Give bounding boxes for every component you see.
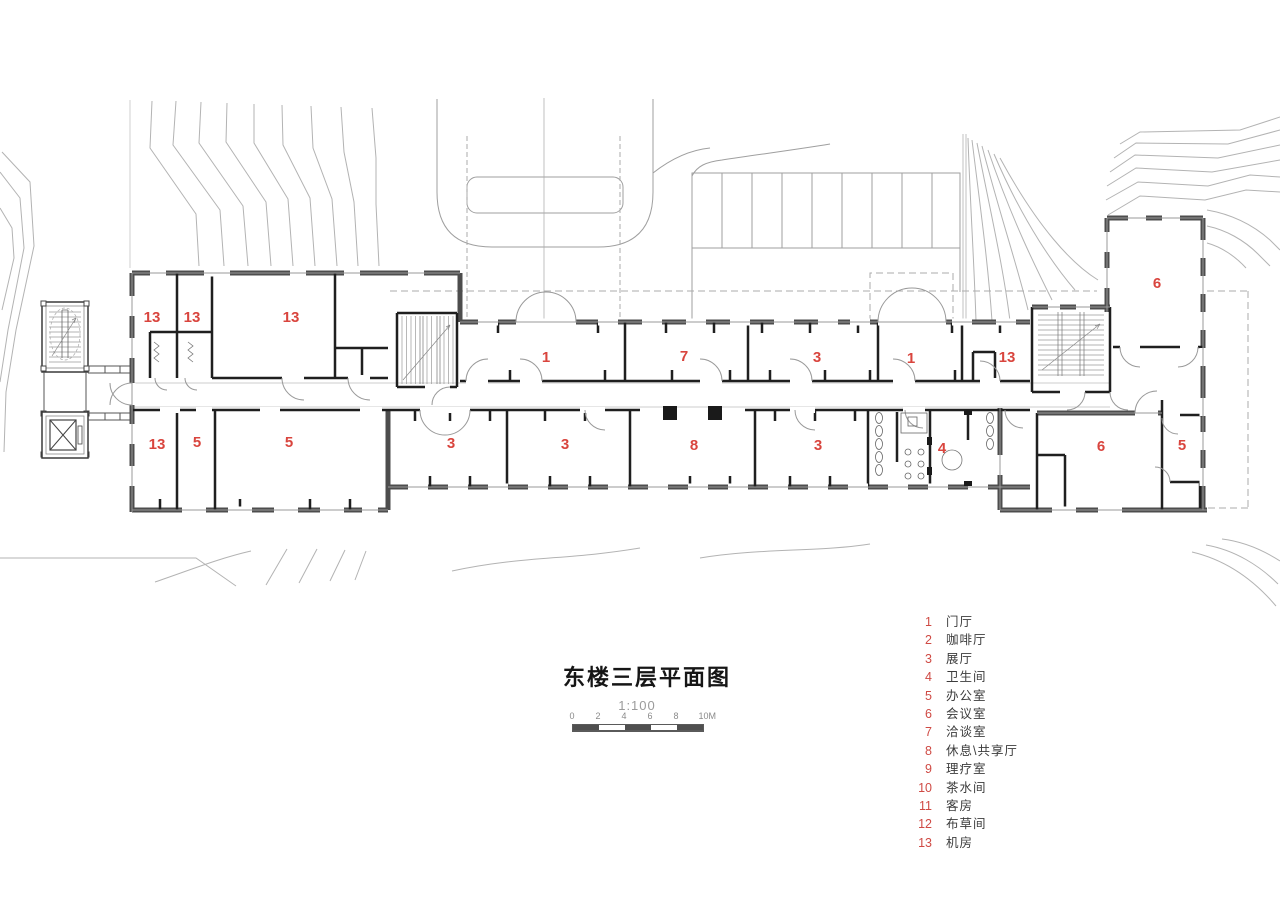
room-number-label: 13 [184, 309, 201, 326]
scale-tick: 0 [569, 711, 575, 721]
dashed-boundary-lines [390, 136, 1249, 509]
legend-row: 3 展厅 [906, 648, 1018, 666]
right-staircase [1038, 312, 1104, 376]
room-number-label: 8 [690, 437, 698, 454]
room-number-label: 13 [144, 309, 161, 326]
scale-tick: 6 [647, 711, 653, 721]
room-labels-layer: 13 13 13 1 7 3 1 13 6 13 5 5 3 3 8 3 4 6 5 [144, 275, 1187, 457]
legend-number: 3 [925, 651, 932, 666]
corridor-floor-lines [133, 382, 1110, 408]
legend-number: 6 [925, 706, 932, 721]
elevator-shaft [41, 411, 89, 459]
legend-row: 5 办公室 [906, 685, 1018, 703]
window-sill-lines [131, 217, 1207, 512]
legend-row: 12 布草间 [906, 813, 1018, 831]
legend-label: 布草间 [946, 817, 987, 832]
scale-block: 1:100 0 2 4 6 8 10M [569, 698, 716, 734]
scale-bar-graphic [572, 724, 704, 732]
legend-label: 办公室 [946, 688, 987, 703]
room-number-label: 4 [938, 440, 947, 457]
scale-tick: 8 [673, 711, 679, 721]
legend-row: 9 理疗室 [906, 758, 1018, 776]
legend-number: 4 [925, 670, 932, 685]
legend-label: 展厅 [946, 651, 974, 666]
legend-label: 客房 [946, 798, 974, 813]
door-swing-arcs [109, 287, 1199, 483]
legend-label: 休息\共享厅 [946, 743, 1018, 758]
center-staircase [401, 316, 454, 384]
legend-number: 9 [925, 762, 932, 777]
legend-label: 机房 [946, 835, 974, 850]
room-legend: 1 门厅 2 咖啡厅 3 展厅 4 卫生间 5 办公室 6 会议室 7 洽谈室 8 休息\共享厅 9 理疗室 10 茶… [906, 611, 1018, 850]
scale-bar-segment [599, 725, 625, 730]
room-number-label: 13 [283, 309, 300, 326]
legend-row: 4 卫生间 [906, 666, 1018, 684]
legend-label: 卫生间 [946, 670, 987, 685]
room-number-label: 6 [1097, 438, 1105, 455]
room-number-label: 1 [907, 350, 915, 367]
legend-label: 门厅 [946, 615, 974, 629]
scale-bar-segment [651, 725, 677, 730]
legend-number: 13 [918, 835, 932, 850]
room-number-label: 1 [542, 349, 550, 366]
scale-bar-segment [573, 725, 599, 730]
scale-tick: 2 [595, 711, 601, 721]
legend-row: 8 休息\共享厅 [906, 740, 1018, 758]
stair-elevator-tower [40, 300, 133, 459]
restroom-fixtures [875, 410, 994, 486]
room-number-label: 5 [193, 434, 201, 451]
legend-number: 2 [925, 633, 932, 648]
legend-label: 茶水间 [946, 780, 987, 795]
legend-label: 咖啡厅 [946, 633, 987, 648]
legend-row: 6 会议室 [906, 703, 1018, 721]
room-number-label: 13 [149, 436, 166, 453]
elevator-x [49, 419, 77, 451]
scale-tick: 10M [698, 711, 717, 721]
room-number-label: 6 [1153, 275, 1161, 292]
legend-number: 8 [925, 743, 932, 758]
legend-row: 11 客房 [906, 795, 1018, 813]
legend-number: 5 [925, 688, 932, 703]
room-number-label: 3 [561, 436, 569, 453]
structural-columns [663, 406, 722, 420]
legend-row: 10 茶水间 [906, 777, 1018, 795]
legend-number: 1 [925, 615, 932, 629]
plan-title: 东楼三层平面图 [563, 665, 732, 690]
legend-number: 12 [918, 817, 932, 832]
legend-label: 洽谈室 [946, 725, 987, 740]
room-number-label: 7 [680, 348, 688, 365]
legend-number: 10 [918, 780, 932, 795]
scale-ratio-label: 1:100 [618, 698, 656, 713]
contour-lines [0, 100, 1280, 607]
room-number-label: 13 [999, 349, 1016, 366]
legend-number: 11 [919, 798, 932, 813]
room-number-label: 3 [447, 435, 455, 452]
site-features [436, 98, 961, 322]
legend-row: 1 门厅 [906, 611, 1018, 629]
wall-openings [128, 214, 1207, 514]
wall-pier-stubs [158, 322, 1002, 510]
legend-row: 2 咖啡厅 [906, 629, 1018, 647]
door-seal-zigzags [153, 341, 194, 363]
scale-tick-labels: 0 2 4 6 8 10M [569, 711, 716, 722]
legend-row: 13 机房 [906, 832, 1018, 850]
legend-label: 理疗室 [946, 762, 987, 777]
legend-number: 7 [925, 725, 932, 740]
legend-label: 会议室 [946, 706, 987, 721]
scale-bar-segment [677, 725, 703, 730]
scale-bar-segment [625, 725, 651, 730]
link-corridor-lower [88, 412, 133, 421]
pergola-stripes [691, 172, 961, 249]
stair-treads [49, 311, 81, 363]
legend-row: 7 洽谈室 [906, 721, 1018, 739]
room-number-label: 5 [285, 434, 293, 451]
scale-tick: 4 [621, 711, 627, 721]
room-number-label: 3 [814, 437, 822, 454]
room-number-label: 3 [813, 349, 821, 366]
link-corridor-upper [88, 365, 133, 374]
room-number-label: 5 [1178, 437, 1186, 454]
